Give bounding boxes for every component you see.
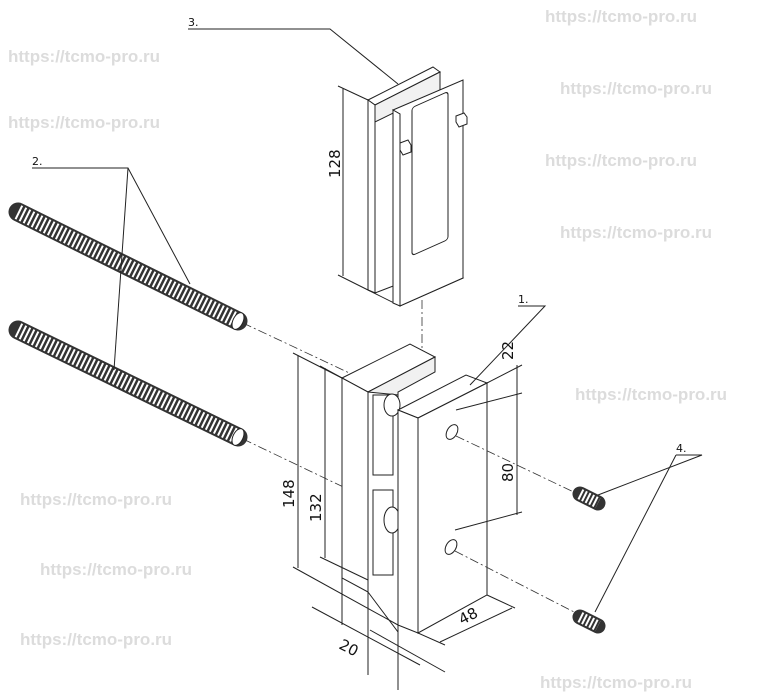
dim-128: 128 [326, 149, 344, 178]
watermark-layer: https://tcmo-pro.ru https://tcmo-pro.ru ht… [8, 7, 727, 692]
watermark-text: https://tcmo-pro.ru [545, 7, 697, 26]
threaded-rod-lower [8, 320, 248, 447]
watermark-text: https://tcmo-pro.ru [20, 630, 172, 649]
callout-part-3: 3. [188, 16, 199, 29]
watermark-text: https://tcmo-pro.ru [540, 673, 692, 692]
leader-lines [32, 28, 703, 613]
dim-20: 20 [336, 636, 361, 661]
axis-line [242, 322, 361, 379]
watermark-text: https://tcmo-pro.ru [8, 47, 160, 66]
dim-22: 22 [499, 341, 517, 360]
watermark-text: https://tcmo-pro.ru [20, 490, 172, 509]
callout-part-2: 2. [32, 155, 43, 168]
dim-132: 132 [307, 493, 325, 522]
dim-148: 148 [280, 479, 298, 508]
callout-part-4: 4. [676, 442, 687, 455]
watermark-text: https://tcmo-pro.ru [545, 151, 697, 170]
dim-80: 80 [499, 463, 517, 482]
watermark-text: https://tcmo-pro.ru [40, 560, 192, 579]
watermark-text: https://tcmo-pro.ru [560, 223, 712, 242]
dimension-lines [292, 85, 523, 690]
axis-line [242, 438, 361, 496]
part-1-clamp-body [340, 343, 581, 634]
watermark-text: https://tcmo-pro.ru [560, 79, 712, 98]
watermark-text: https://tcmo-pro.ru [575, 385, 727, 404]
part-4-set-screw-lower [572, 609, 606, 634]
threaded-rod-upper [8, 202, 248, 331]
callout-part-1: 1. [518, 293, 529, 306]
part-3-clamp-cover [367, 66, 468, 307]
part-4-set-screw-upper [572, 486, 606, 511]
watermark-text: https://tcmo-pro.ru [8, 113, 160, 132]
